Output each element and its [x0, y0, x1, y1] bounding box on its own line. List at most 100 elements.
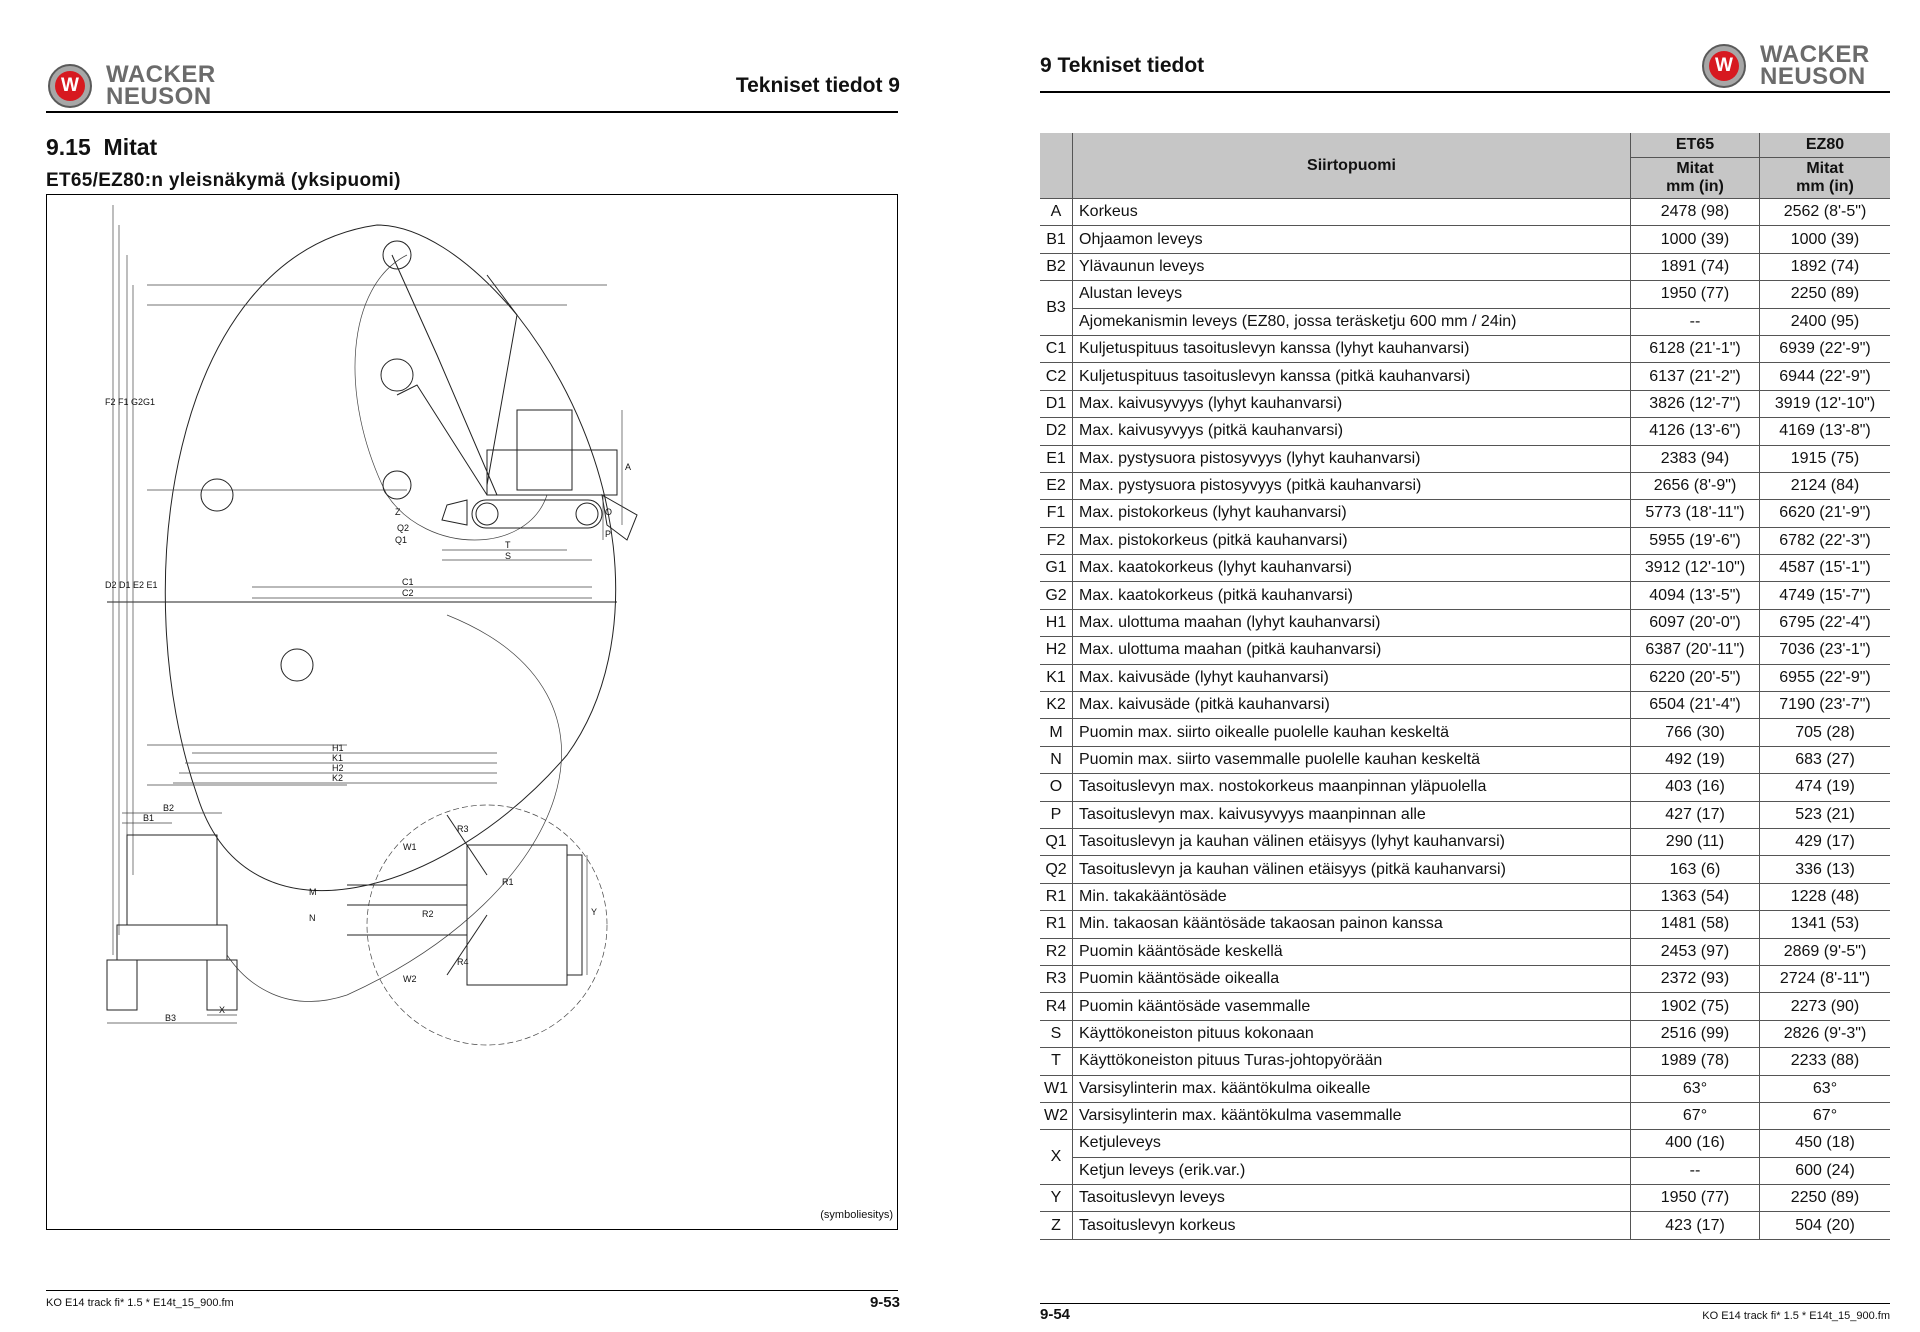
row-et65-value: 2383 (94)	[1630, 445, 1760, 473]
row-ez80-value: 6944 (22'-9")	[1759, 362, 1890, 391]
row-code: D2	[1040, 417, 1073, 446]
svg-text:A: A	[625, 462, 631, 472]
section-title: 9.15 Mitat	[46, 134, 158, 160]
row-ez80-value: 6782 (22'-3")	[1759, 527, 1890, 556]
row-code: P	[1040, 801, 1073, 829]
row-ez80-value: 504 (20)	[1759, 1211, 1890, 1240]
header-ez80: EZ80	[1759, 133, 1890, 158]
row-et65-value: 1891 (74)	[1630, 253, 1760, 282]
row-description: Ketjun leveys (erik.var.)	[1072, 1157, 1631, 1186]
svg-text:Q2: Q2	[397, 523, 409, 533]
svg-text:O: O	[605, 507, 612, 517]
row-code: W1	[1040, 1075, 1073, 1103]
row-code: B2	[1040, 253, 1073, 282]
row-code: S	[1040, 1020, 1073, 1049]
boom	[391, 254, 498, 496]
inner-envelope	[354, 254, 548, 541]
logo-wordmark: WACKER NEUSON	[1760, 41, 1870, 90]
row-code: B3	[1040, 280, 1073, 336]
row-et65-value: 67°	[1630, 1102, 1760, 1131]
header-rule	[46, 111, 898, 113]
svg-text:P: P	[605, 529, 611, 539]
row-description: Max. kaivusäde (lyhyt kauhanvarsi)	[1072, 664, 1631, 693]
row-description: Puomin kääntösäde keskellä	[1072, 938, 1631, 966]
footer-page-number: 9-54	[1040, 1306, 1071, 1323]
row-et65-value: 423 (17)	[1630, 1211, 1760, 1240]
right-page: 9 Tekniset tiedot W WACKER NEUSON Siirto…	[960, 0, 1920, 1332]
row-description: Ajomekanismin leveys (EZ80, jossa teräsk…	[1072, 308, 1631, 336]
row-et65-value: 492 (19)	[1630, 746, 1760, 775]
svg-text:K2: K2	[332, 773, 343, 783]
row-description: Ketjuleveys	[1072, 1129, 1631, 1158]
row-description: Puomin max. siirto vasemmalle puolelle k…	[1072, 746, 1631, 775]
arm	[396, 384, 488, 496]
dozer-blade	[441, 499, 468, 526]
logo-mark-icon: W	[48, 64, 92, 108]
row-code: R3	[1040, 965, 1073, 994]
footer-page-number: 9-53	[869, 1294, 900, 1311]
row-code: K2	[1040, 691, 1073, 720]
svg-text:B3: B3	[165, 1013, 176, 1023]
header-code-cell	[1040, 133, 1073, 199]
svg-text:Z: Z	[395, 507, 401, 517]
left-page: W WACKER NEUSON Tekniset tiedot 9 9.15 M…	[46, 63, 900, 1311]
row-ez80-value: 2124 (84)	[1759, 472, 1890, 501]
row-ez80-value: 2250 (89)	[1759, 1184, 1890, 1213]
row-et65-value: 163 (6)	[1630, 855, 1760, 884]
row-description: Varsisylinterin max. kääntökulma vasemma…	[1072, 1102, 1631, 1131]
row-description: Ylävaunun leveys	[1072, 253, 1631, 282]
row-ez80-value: 2869 (9'-5")	[1759, 938, 1890, 966]
header-rule	[1040, 91, 1890, 93]
row-description: Ohjaamon leveys	[1072, 225, 1631, 254]
row-et65-value: 4094 (13'-5")	[1630, 581, 1760, 610]
row-code: A	[1040, 198, 1073, 227]
header-et65: ET65	[1630, 133, 1760, 158]
row-et65-value: 6504 (21'-4")	[1630, 691, 1760, 720]
row-ez80-value: 2724 (8'-11")	[1759, 965, 1890, 994]
row-ez80-value: 523 (21)	[1759, 801, 1890, 829]
row-code: Q1	[1040, 828, 1073, 857]
row-et65-value: 5955 (19'-6")	[1630, 527, 1760, 556]
row-code: C1	[1040, 335, 1073, 364]
row-ez80-value: 705 (28)	[1759, 718, 1890, 747]
row-code: G2	[1040, 581, 1073, 610]
row-et65-value: 6220 (20'-5")	[1630, 664, 1760, 693]
svg-text:W1: W1	[403, 842, 417, 852]
row-code: F1	[1040, 499, 1073, 528]
row-et65-value: 6387 (20'-11")	[1630, 636, 1760, 665]
svg-text:Q1: Q1	[395, 535, 407, 545]
excavator-drawing: F2 F1 G2G1 D2 D1 E2 E1 A O P	[105, 205, 638, 1046]
row-description: Puomin kääntösäde vasemmalle	[1072, 992, 1631, 1021]
row-et65-value: 6097 (20'-0")	[1630, 609, 1760, 638]
row-ez80-value: 429 (17)	[1759, 828, 1890, 857]
table-row: Ajomekanismin leveys (EZ80, jossa teräsk…	[1040, 308, 1890, 336]
lower-envelope	[226, 614, 562, 1002]
row-ez80-value: 2233 (88)	[1759, 1047, 1890, 1076]
row-code: R2	[1040, 938, 1073, 966]
row-ez80-value: 3919 (12'-10")	[1759, 390, 1890, 419]
row-ez80-value: 1228 (48)	[1759, 883, 1890, 912]
row-code: N	[1040, 746, 1073, 775]
row-description: Tasoituslevyn korkeus	[1072, 1211, 1631, 1240]
dimension-drawing: F2 F1 G2G1 D2 D1 E2 E1 A O P	[46, 194, 898, 1230]
row-description: Min. takaosan kääntösäde takaosan painon…	[1072, 910, 1631, 939]
row-description: Max. kaivusyvyys (pitkä kauhanvarsi)	[1072, 417, 1631, 446]
row-et65-value: 1950 (77)	[1630, 1184, 1760, 1213]
row-code: E1	[1040, 445, 1073, 473]
row-code: H1	[1040, 609, 1073, 638]
footer-rule	[46, 1290, 898, 1291]
